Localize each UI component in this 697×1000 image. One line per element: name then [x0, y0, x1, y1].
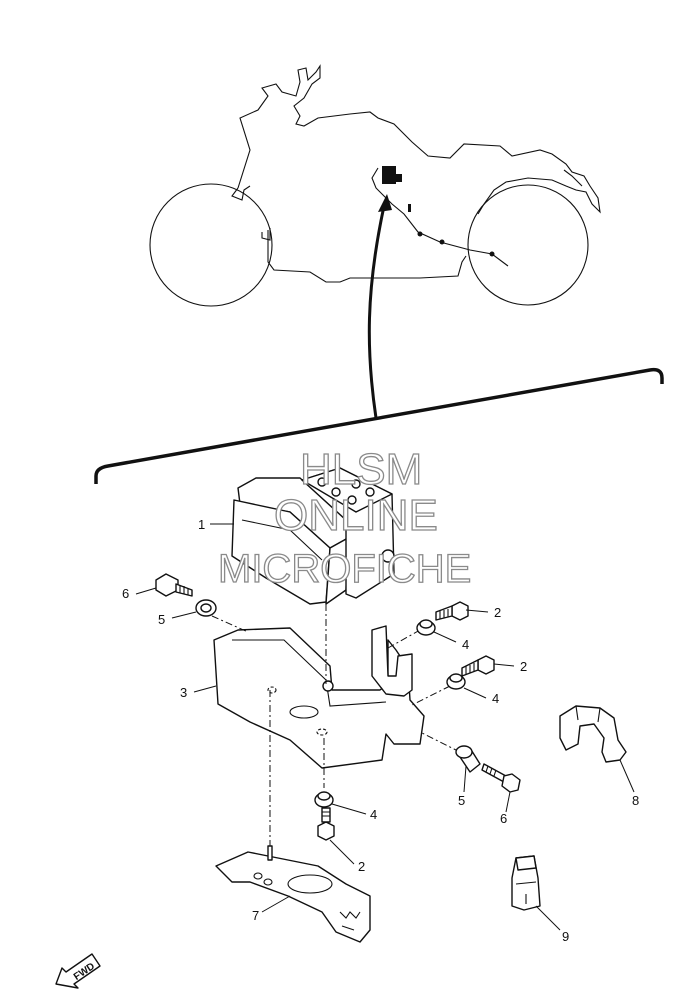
stay-pin [267, 845, 273, 861]
pointer-line [367, 205, 386, 419]
body-lower-outline [267, 230, 467, 283]
stay-oval-cutout [287, 874, 333, 894]
collar-5-right [455, 745, 481, 773]
callout-2-mid: 2 [520, 659, 527, 674]
nut-4-upper [416, 619, 436, 636]
wire-harness [371, 167, 509, 267]
harness-clip-2 [439, 239, 445, 245]
callout-2-lower: 2 [358, 859, 365, 874]
stay-hole-1 [253, 872, 263, 880]
callout-3: 3 [180, 685, 187, 700]
nut-4-mid [446, 673, 466, 690]
callout-4-lower: 4 [370, 807, 377, 822]
abs-ecu-front [231, 499, 331, 605]
connector-cover [511, 855, 541, 911]
front-wheel [149, 183, 273, 307]
stay-hole-2 [263, 878, 273, 886]
bolt-2-mid [461, 655, 495, 677]
harness-clip-3 [489, 251, 495, 257]
brake-port-2 [331, 487, 341, 497]
bolt-2-upper [435, 601, 469, 621]
callout-numbers: 1 2 2 2 3 4 4 4 5 5 6 6 7 8 9 [122, 517, 639, 944]
abs-motor-plug [381, 549, 395, 563]
bracket-mount-hole [322, 680, 334, 692]
stay-plate [215, 851, 371, 943]
alignment-lines [211, 604, 461, 850]
callout-1: 1 [198, 517, 205, 532]
align-1 [211, 615, 249, 633]
rear-wheel [467, 184, 589, 306]
brake-port-1 [317, 477, 327, 487]
callout-4-upper: 4 [462, 637, 469, 652]
swingarm-line [261, 228, 271, 241]
abs-location-block [382, 166, 396, 184]
bolt-2-lower [317, 807, 335, 841]
bracket-hole-1 [267, 686, 277, 694]
bracket-arm [371, 625, 413, 697]
watermark-line-3: MICROFICHE [218, 547, 471, 591]
watermark: HLSM ONLINE MICROFICHE [217, 444, 472, 591]
harness-clip-4 [408, 204, 411, 212]
bracket-slot [289, 705, 319, 719]
pointer-arrowhead [378, 194, 392, 212]
bolt-6-left [155, 573, 193, 597]
callout-8: 8 [632, 793, 639, 808]
callout-5-right: 5 [458, 793, 465, 808]
callout-4-mid: 4 [492, 691, 499, 706]
abs-location-marker [371, 166, 509, 267]
align-3 [387, 629, 421, 649]
bracket-hole-2 [316, 728, 328, 736]
lower-stay [215, 845, 371, 943]
bracket-tray [213, 627, 425, 769]
callout-6-right: 6 [500, 811, 507, 826]
callout-5-left: 5 [158, 612, 165, 627]
nut-4-lower [314, 791, 334, 808]
fwd-arrow-shape [55, 953, 101, 989]
body-outline [237, 64, 601, 215]
forward-arrow: FWD [55, 953, 101, 989]
brake-port-5 [351, 479, 361, 489]
leader-lines [135, 523, 635, 931]
harness-clamp [559, 705, 627, 763]
callout-2-upper: 2 [494, 605, 501, 620]
abs-location-tab [396, 174, 402, 182]
fork-outline [231, 185, 251, 201]
abs-ecu-edge [241, 519, 323, 561]
abs-bracket [213, 625, 425, 769]
section-divider [94, 367, 664, 484]
watermark-line-2: ONLINE [274, 491, 438, 540]
stay-end-teeth [339, 911, 361, 931]
callout-9: 9 [562, 929, 569, 944]
harness-clip-1 [417, 231, 423, 237]
collar-5-left [195, 599, 217, 617]
align-4 [409, 685, 451, 707]
brake-port-4 [365, 487, 375, 497]
abs-hydraulic-unit [231, 467, 395, 605]
motorcycle-outline [149, 64, 601, 307]
rear-fender [563, 169, 583, 187]
align-5 [419, 731, 461, 753]
callout-6-left: 6 [122, 586, 129, 601]
callout-7: 7 [252, 908, 259, 923]
location-pointer [367, 194, 392, 419]
watermark-line-1: HLSM [300, 445, 422, 494]
brake-port-3 [347, 495, 357, 505]
bolt-6-right [481, 763, 521, 793]
